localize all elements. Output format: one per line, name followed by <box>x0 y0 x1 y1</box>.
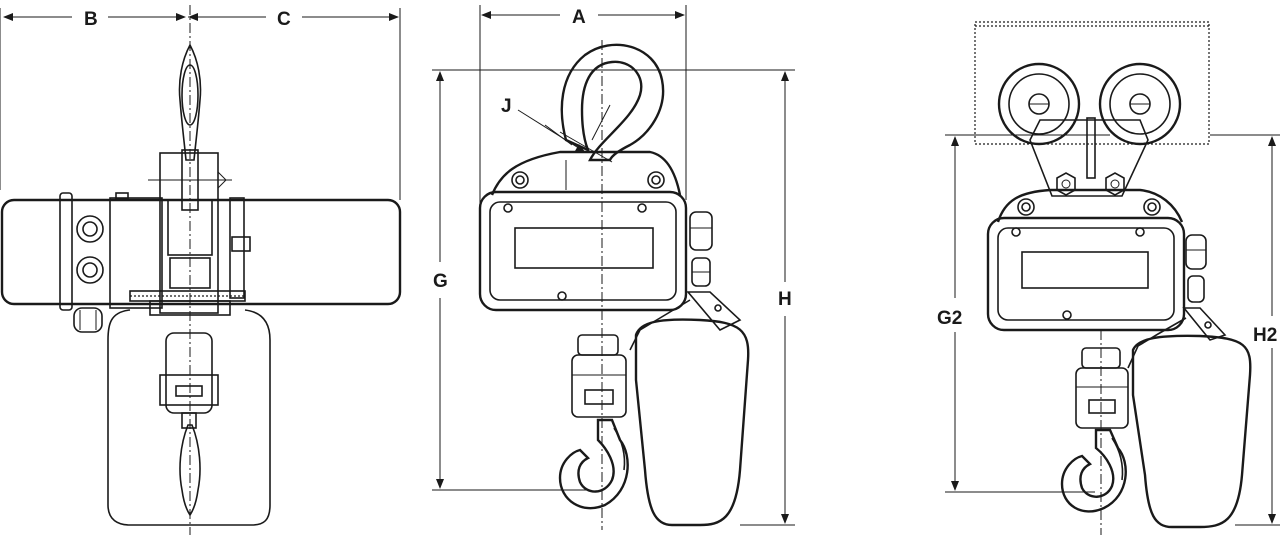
top-hook-icon <box>560 43 665 162</box>
chain-container <box>1131 334 1252 529</box>
motor-housing <box>986 216 1186 332</box>
load-block-icon <box>159 332 219 429</box>
trolley-view: G2 H2 <box>937 21 1280 535</box>
dimension-h: H <box>612 69 795 526</box>
dimension-g: G <box>432 69 612 491</box>
chain-container <box>107 309 271 526</box>
dimension-h2: H2 <box>1210 134 1280 526</box>
cable-gland-icon <box>689 211 713 287</box>
beam <box>974 21 1210 145</box>
cable-gland-icon <box>1185 234 1207 303</box>
label-c: C <box>277 9 291 30</box>
trolley-wheel-icon <box>1098 62 1182 146</box>
nameplate <box>514 227 654 269</box>
dimension-b: B <box>0 8 186 190</box>
dimension-g2: G2 <box>937 134 1110 493</box>
motor-housing <box>478 190 688 312</box>
label-g2: G2 <box>937 308 962 329</box>
label-a: A <box>572 7 586 28</box>
nameplate <box>1021 251 1149 289</box>
label-h: H <box>778 289 792 310</box>
trolley-wheel-icon <box>997 62 1081 146</box>
label-j: J <box>501 96 512 117</box>
load-block-icon <box>571 334 627 418</box>
chain-container <box>634 318 750 527</box>
label-g: G <box>433 271 448 292</box>
front-view: A G H J <box>432 5 795 530</box>
bolt-icon <box>1056 172 1125 196</box>
dimension-j: J <box>501 96 586 153</box>
bottom-hook-icon <box>1060 428 1127 513</box>
label-b: B <box>84 9 98 30</box>
label-h2: H2 <box>1253 325 1277 346</box>
dimension-c: C <box>188 8 401 200</box>
side-view: B C <box>0 5 402 535</box>
dimension-a: A <box>479 5 687 205</box>
load-block-icon <box>1075 347 1129 429</box>
cable-gland-icon <box>73 215 104 333</box>
bottom-hook-icon <box>558 418 629 510</box>
